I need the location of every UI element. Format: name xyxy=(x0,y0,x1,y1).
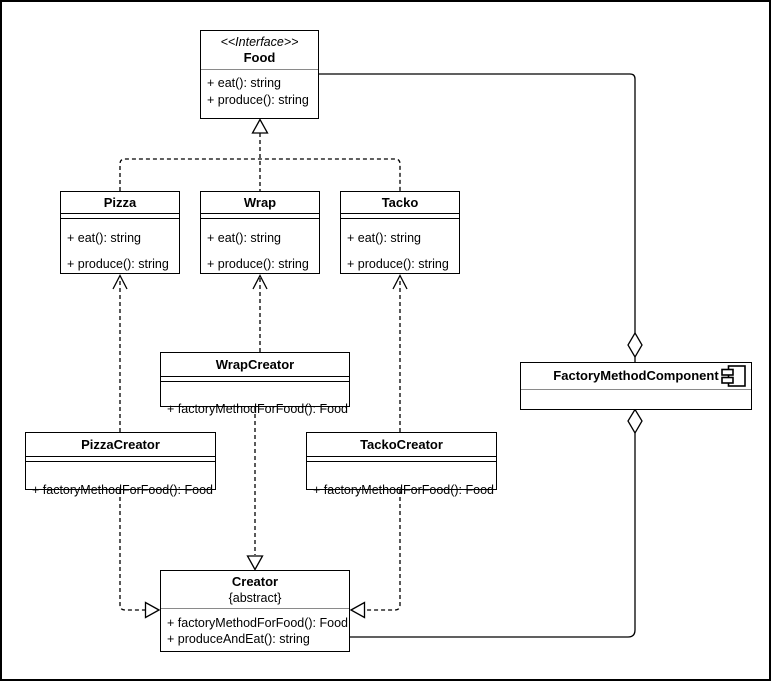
methods-compartment: + factoryMethodForFood(): Food xyxy=(161,382,349,435)
class-wrap[interactable]: Wrap + eat(): string + produce(): string xyxy=(200,191,320,274)
attributes-compartment xyxy=(341,214,459,219)
methods-compartment: + eat(): string + produce(): string xyxy=(201,219,319,277)
hollow-diamond xyxy=(627,408,643,435)
method: + factoryMethodForFood(): Food xyxy=(167,401,348,416)
class-pizza[interactable]: Pizza + eat(): string + produce(): strin… xyxy=(60,191,180,274)
attributes-compartment xyxy=(26,457,215,462)
edge-aggregation-component-to-food[interactable] xyxy=(319,73,643,362)
attributes-compartment xyxy=(61,214,179,219)
class-food-header: <<Interface>> Food xyxy=(201,31,318,70)
method: + eat(): string xyxy=(207,231,281,245)
class-name: Wrap xyxy=(201,192,319,214)
class-name: Tacko xyxy=(341,192,459,214)
class-tackocreator[interactable]: TackoCreator + factoryMethodForFood(): F… xyxy=(306,432,497,497)
edge-generalization-wrapcreator-to-creator[interactable] xyxy=(246,407,264,571)
edge-aggregation-component-to-creator[interactable] xyxy=(350,408,643,638)
component-body-compartment xyxy=(521,390,751,410)
class-pizzacreator[interactable]: PizzaCreator + factoryMethodForFood(): F… xyxy=(25,432,216,497)
method: + produce(): string xyxy=(207,257,309,271)
method: + eat(): string xyxy=(67,231,141,245)
class-name: WrapCreator xyxy=(161,353,349,377)
open-arrowhead xyxy=(112,274,128,290)
class-name: PizzaCreator xyxy=(26,433,215,457)
methods-compartment: + factoryMethodForFood(): Food xyxy=(307,462,496,518)
uml-component-icon xyxy=(721,365,746,387)
class-creator[interactable]: Creator {abstract} + factoryMethodForFoo… xyxy=(160,570,350,652)
hollow-triangle-arrowhead xyxy=(349,601,366,619)
class-name: Pizza xyxy=(61,192,179,214)
method: + produce(): string xyxy=(347,257,449,271)
attributes-compartment xyxy=(307,457,496,462)
edge-dependency-pizzacreator-to-pizza[interactable] xyxy=(112,274,128,433)
edge-generalization-pizzacreator-to-creator[interactable] xyxy=(119,490,161,619)
method: + eat(): string xyxy=(207,75,281,90)
method: + factoryMethodForFood(): Food xyxy=(313,483,494,497)
methods-compartment: + factoryMethodForFood(): Food + produce… xyxy=(161,609,349,647)
abstract-modifier: {abstract} xyxy=(228,590,282,605)
method: + factoryMethodForFood(): Food xyxy=(167,616,348,630)
edge-generalization-tackocreator-to-creator[interactable] xyxy=(349,490,401,619)
methods-compartment: + eat(): string + produce(): string xyxy=(201,70,318,108)
class-tacko[interactable]: Tacko + eat(): string + produce(): strin… xyxy=(340,191,460,274)
hollow-diamond xyxy=(627,331,643,359)
component-header: FactoryMethodComponent xyxy=(521,363,751,390)
open-arrowhead xyxy=(392,274,408,290)
component-name: FactoryMethodComponent xyxy=(553,368,719,383)
edge-realization-foods-to-food[interactable] xyxy=(119,118,401,192)
method: + produce(): string xyxy=(67,257,169,271)
edge-dependency-wrapcreator-to-wrap[interactable] xyxy=(252,274,268,353)
attributes-compartment xyxy=(161,377,349,382)
class-name: Creator xyxy=(231,573,279,589)
open-arrowhead xyxy=(252,274,268,290)
class-creator-header: Creator {abstract} xyxy=(161,571,349,609)
methods-compartment: + factoryMethodForFood(): Food xyxy=(26,462,215,518)
class-food[interactable]: <<Interface>> Food + eat(): string + pro… xyxy=(200,30,319,119)
method: + produce(): string xyxy=(207,92,309,107)
hollow-triangle-arrowhead xyxy=(144,601,161,619)
hollow-triangle-arrowhead xyxy=(251,118,269,134)
component-factorymethodcomponent[interactable]: FactoryMethodComponent xyxy=(520,362,752,410)
class-wrapcreator[interactable]: WrapCreator + factoryMethodForFood(): Fo… xyxy=(160,352,350,416)
method: + produceAndEat(): string xyxy=(167,632,310,646)
hollow-triangle-arrowhead xyxy=(246,555,264,571)
edge-dependency-tackocreator-to-tacko[interactable] xyxy=(392,274,408,433)
method: + factoryMethodForFood(): Food xyxy=(32,483,213,497)
method: + eat(): string xyxy=(347,231,421,245)
stereotype-label: <<Interface>> xyxy=(220,35,299,49)
class-name: TackoCreator xyxy=(307,433,496,457)
attributes-compartment xyxy=(201,214,319,219)
methods-compartment: + eat(): string + produce(): string xyxy=(61,219,179,277)
class-name: Food xyxy=(243,50,276,65)
methods-compartment: + eat(): string + produce(): string xyxy=(341,219,459,277)
